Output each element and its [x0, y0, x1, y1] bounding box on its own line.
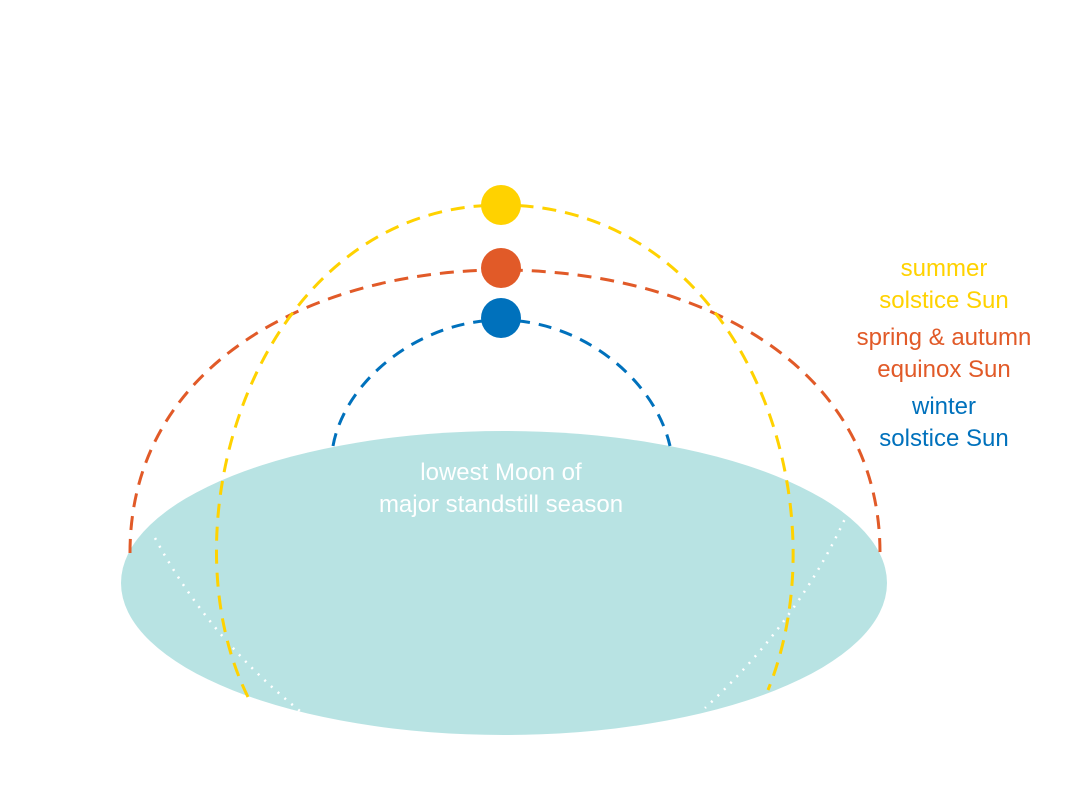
- winter-sun-path: [331, 318, 672, 447]
- ground-label-line1: lowest Moon of: [420, 459, 582, 486]
- equinox-sun-icon: [481, 248, 521, 288]
- legend-equinox-line2: equinox Sun: [877, 356, 1010, 383]
- legend-winter-line1: winter: [911, 393, 976, 420]
- ground-label-line2: major standstill season: [379, 491, 623, 518]
- winter-sun-icon: [481, 298, 521, 338]
- legend-summer-line1: summer: [901, 255, 988, 282]
- legend-winter-line2: solstice Sun: [879, 425, 1008, 452]
- legend-equinox-line1: spring & autumn: [857, 324, 1032, 351]
- ground-disc: [121, 431, 887, 735]
- moon-path-left: [153, 537, 306, 716]
- equinox-sun-path: [128, 268, 882, 554]
- summer-sun-icon: [481, 185, 521, 225]
- legend-summer-line2: solstice Sun: [879, 287, 1008, 314]
